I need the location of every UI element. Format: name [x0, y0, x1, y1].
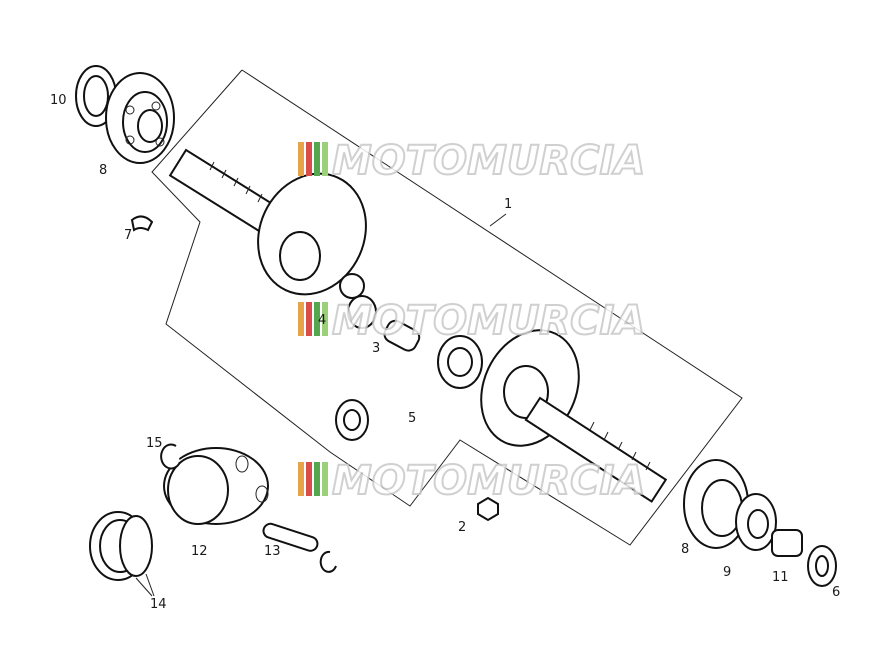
callout-7: 7	[124, 228, 132, 243]
callout-8-left: 8	[99, 163, 107, 178]
crankshaft-left-half	[168, 148, 367, 299]
callout-9: 9	[723, 565, 731, 580]
callout-13: 13	[264, 544, 281, 559]
callout-10: 10	[50, 93, 67, 108]
leader-line-1	[489, 213, 507, 227]
bearing-8-left	[105, 72, 175, 164]
woodruff-key-7	[130, 215, 154, 232]
circlip-15	[160, 443, 181, 470]
washer-6	[807, 545, 837, 587]
callout-2: 2	[458, 520, 466, 535]
piston-12	[163, 447, 269, 525]
leader-line-14b	[145, 573, 155, 597]
svg-text:MOTOMURCIA: MOTOMURCIA	[332, 458, 645, 504]
bearing-8-right	[683, 459, 749, 549]
connecting-rod-5	[335, 335, 483, 441]
needle-bearing-4	[347, 295, 377, 329]
piston-rings-14	[89, 511, 153, 581]
callout-6: 6	[832, 585, 840, 600]
oil-seal-9	[735, 493, 777, 551]
assembly-outline-crankshaft	[151, 69, 743, 546]
crankshaft-right-half	[480, 329, 668, 503]
piston-pin-13	[262, 522, 319, 552]
spacer-11	[771, 529, 803, 557]
svg-text:MOTOMURCIA: MOTOMURCIA	[332, 298, 645, 344]
watermark-bottom: MOTOMURCIA	[298, 457, 646, 505]
callout-14: 14	[150, 597, 167, 612]
callout-1: 1	[504, 197, 512, 212]
circlip-13	[319, 550, 337, 573]
callout-12: 12	[191, 544, 208, 559]
callout-15: 15	[146, 436, 163, 451]
callout-8-right: 8	[681, 542, 689, 557]
watermark-middle: MOTOMURCIA	[298, 297, 646, 345]
svg-text:MOTOMURCIA: MOTOMURCIA	[332, 138, 645, 184]
watermark-top: MOTOMURCIA	[298, 137, 646, 185]
callout-5: 5	[408, 411, 416, 426]
callout-11: 11	[772, 570, 789, 585]
leader-line-14a	[135, 577, 153, 597]
callout-4: 4	[318, 313, 326, 328]
crank-pin-3	[383, 319, 421, 352]
callout-3: 3	[372, 341, 380, 356]
nut-2	[477, 496, 499, 522]
